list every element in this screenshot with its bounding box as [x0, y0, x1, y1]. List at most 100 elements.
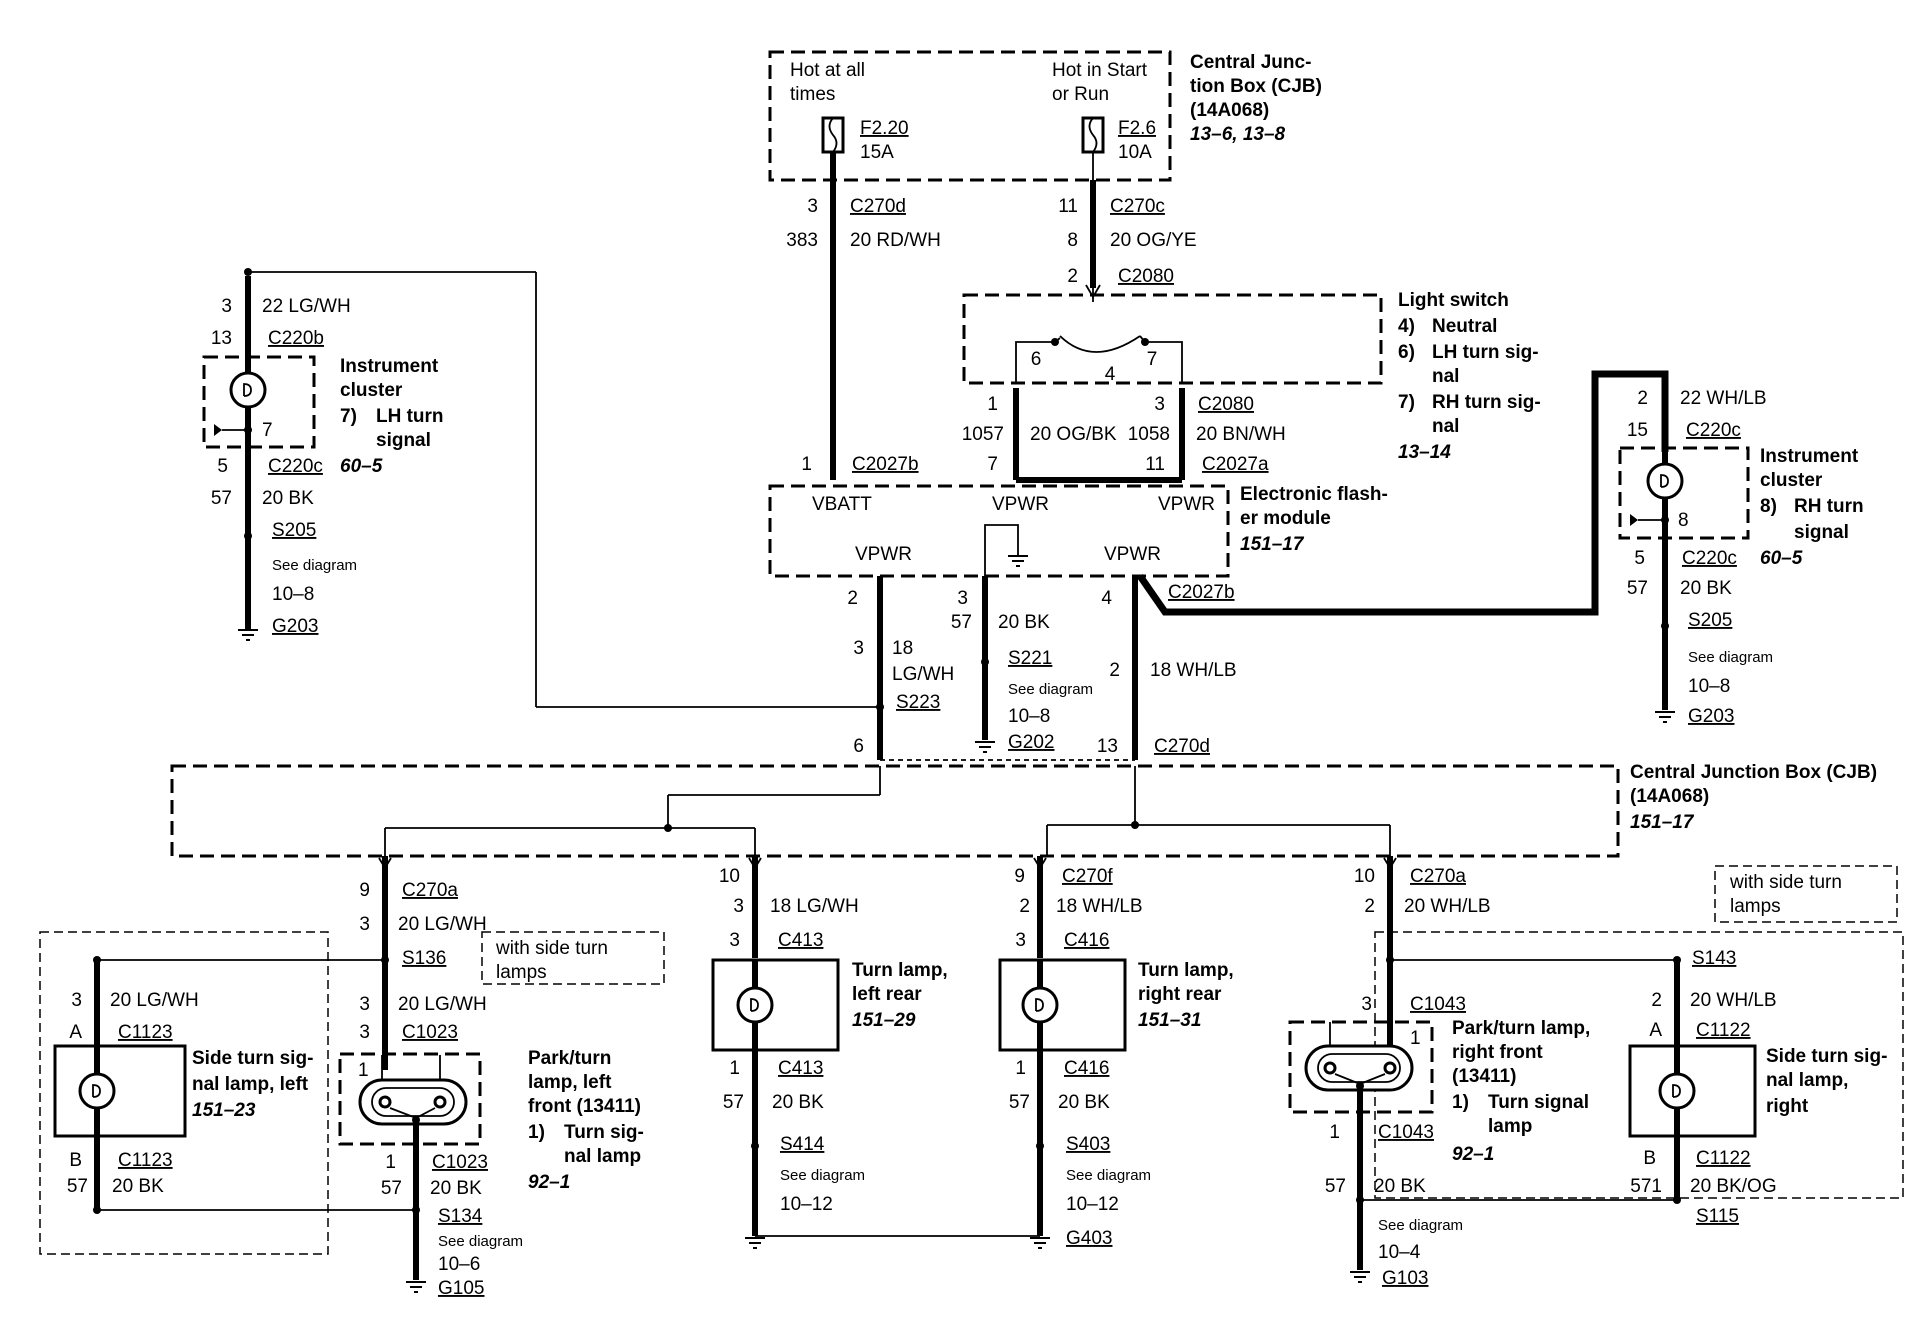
see-ref: 10–8 — [272, 584, 314, 605]
light-switch-title: Light switch — [1398, 290, 1509, 311]
cjb-top-title-3: (14A068) — [1190, 100, 1269, 121]
pin: 2 — [847, 588, 858, 609]
side-right-section: S143 2 20 WH/LB A C1122 B C1122 571 20 B… — [1360, 948, 1887, 1227]
fuse-right-id: F2.6 — [1118, 118, 1156, 139]
wire-color: 18 — [892, 638, 913, 659]
connector-label: C220b — [268, 328, 324, 349]
pin-letter: B — [69, 1150, 82, 1171]
wire-color: LG/WH — [892, 664, 954, 685]
circuit: 57 — [67, 1176, 88, 1197]
connector-label: C2027a — [1202, 454, 1269, 475]
cluster-title: cluster — [340, 380, 403, 401]
see-ref: 10–8 — [1688, 676, 1730, 697]
cjb-top-title-2: tion Box (CJB) — [1190, 76, 1322, 97]
connector-label: C1023 — [432, 1152, 488, 1173]
splice-label: S205 — [272, 520, 316, 541]
rear-left-section: 10 3 18 LG/WH 3 C413 1 C413 57 20 BK S41… — [711, 856, 1040, 1249]
wire-color: 20 OG/BK — [1030, 424, 1117, 445]
side-lamp-right-title: Side turn sig- — [1766, 1046, 1887, 1067]
connector-label: C270d — [850, 196, 906, 217]
pin: 3 — [359, 914, 370, 935]
park-right-ref: 92–1 — [1452, 1144, 1494, 1165]
flasher-ref: 151–17 — [1240, 534, 1305, 555]
park-right-title: (13411) — [1452, 1066, 1516, 1087]
pin: 1 — [987, 394, 998, 415]
wire-color: 20 BK — [1680, 578, 1732, 599]
hot-start-line1: Hot in Start — [1052, 60, 1148, 81]
light-switch: 6 4 7 — [962, 293, 1383, 385]
cluster-title: Instrument — [340, 356, 439, 377]
rear-right-title: right rear — [1138, 984, 1222, 1005]
bulb-icon — [78, 1072, 116, 1110]
filament-icon — [243, 383, 252, 397]
vpwr-label: VPWR — [1104, 544, 1161, 565]
item-num: 6) — [1398, 342, 1415, 363]
pin: 3 — [733, 896, 744, 917]
filament-dot-icon — [1383, 1061, 1397, 1075]
connector-label: C413 — [778, 1058, 823, 1079]
item-num: 1) — [528, 1122, 545, 1143]
circuit: 8 — [1067, 230, 1078, 251]
cluster-right: 8 2 22 WH/LB 15 C220c 5 C220c 57 20 BK S… — [1137, 370, 1773, 727]
side-lamp-left-title: nal lamp, left — [192, 1074, 309, 1095]
circuit: 57 — [1627, 578, 1648, 599]
circuit: 383 — [786, 230, 818, 251]
vbatt-label: VBATT — [812, 494, 872, 515]
rear-lamp-left-box — [711, 958, 840, 1052]
splice-label: S205 — [1688, 610, 1732, 631]
wire-color: 18 WH/LB — [1150, 660, 1237, 681]
with-side-note: lamps — [1730, 896, 1781, 917]
park-left-ref: 92–1 — [528, 1172, 570, 1193]
connector-label: C270c — [1110, 196, 1165, 217]
pin: 11 — [1058, 196, 1078, 217]
bulb-icon — [229, 371, 267, 409]
wire-color: 18 WH/LB — [1056, 896, 1143, 917]
see-ref: 10–6 — [438, 1254, 480, 1275]
connector-label: C2027b — [1168, 582, 1235, 603]
pin: 15 — [1627, 420, 1648, 441]
pin: 3 — [853, 638, 864, 659]
ground-icon — [406, 1281, 426, 1293]
ground-icon — [1350, 1271, 1370, 1283]
cjb-bottom-title: Central Junction Box (CJB) — [1630, 762, 1877, 783]
cluster-title: cluster — [1760, 470, 1823, 491]
connector-label: C1043 — [1378, 1122, 1434, 1143]
item-text: lamp — [1488, 1116, 1532, 1137]
pin: 1 — [358, 1060, 369, 1081]
bulb-icon — [1021, 986, 1059, 1024]
pin-letter: A — [1649, 1020, 1662, 1041]
park-left-title: lamp, left — [528, 1072, 612, 1093]
item-text: signal — [376, 430, 431, 451]
cjb-bottom-ref: 151–17 — [1630, 812, 1695, 833]
light-switch-ref: 13–14 — [1398, 442, 1451, 463]
connector-label: C270a — [402, 880, 458, 901]
park-left-section: 3 20 LG/WH 3 C1023 1 1 C1023 57 20 BK S1… — [338, 994, 644, 1299]
see-diagram: See diagram — [780, 1167, 865, 1184]
pin: 2 — [1637, 388, 1648, 409]
with-side-note: with side turn — [1729, 872, 1842, 893]
connector-label: C2080 — [1198, 394, 1254, 415]
splice-label: S134 — [438, 1206, 483, 1227]
see-diagram: See diagram — [438, 1233, 523, 1250]
connector-label: C1123 — [118, 1022, 173, 1043]
circuit: 571 — [1630, 1176, 1662, 1197]
ground-label: G105 — [438, 1278, 484, 1299]
pin: 3 — [359, 1022, 370, 1043]
filament-icon — [750, 998, 759, 1012]
see-ref: 10–8 — [1008, 706, 1050, 727]
with-side-note: lamps — [496, 962, 547, 983]
bulb-icon — [1646, 462, 1684, 500]
fuse-right-rating: 10A — [1118, 142, 1152, 163]
pin-letter: A — [69, 1022, 82, 1043]
cluster-ref: 60–5 — [1760, 548, 1803, 569]
pin: 1 — [1410, 1028, 1421, 1049]
fuse-element-icon — [828, 117, 838, 153]
cjb-top-ref: 13–6, 13–8 — [1190, 124, 1286, 145]
ground-icon — [1008, 555, 1028, 567]
splice-label: S115 — [1696, 1206, 1739, 1227]
park-right-title: right front — [1452, 1042, 1543, 1063]
wire-color: 22 WH/LB — [1680, 388, 1767, 409]
park-right-section: with side turn lamps 10 C270a 2 20 WH/LB… — [1288, 856, 1904, 1289]
connector-label: C413 — [778, 930, 823, 951]
